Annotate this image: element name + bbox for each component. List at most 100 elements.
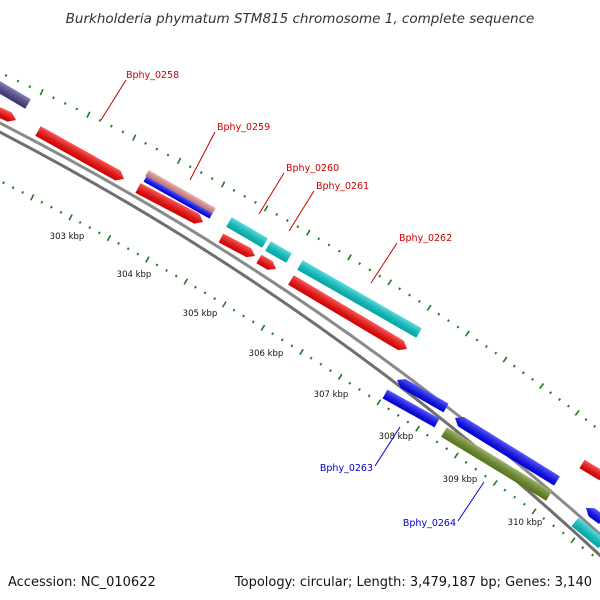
blue-feature-bphy-0264-shade (455, 416, 560, 486)
major-tick (260, 324, 266, 332)
red-feature-bphy-0258-shade (35, 126, 124, 181)
minor-tick (591, 553, 594, 557)
minor-tick (309, 356, 313, 360)
major-tick (465, 330, 470, 337)
minor-tick (348, 381, 352, 385)
gene-name: Bphy_0259 (217, 122, 270, 133)
leader-line (258, 172, 285, 215)
red-feature-bphy-0261-shade (256, 254, 276, 270)
minor-tick (358, 262, 362, 266)
tick-rings (2, 74, 597, 557)
minor-tick (78, 220, 82, 224)
red-feature-a-shade (0, 105, 17, 122)
red-feature-bphy-0262 (288, 275, 407, 351)
minor-tick (503, 488, 507, 492)
minor-tick (549, 391, 553, 395)
minor-tick (75, 107, 79, 111)
minor-tick (155, 263, 159, 267)
olive-feature-bphy-0264-shade (441, 427, 552, 501)
major-tick (39, 88, 44, 96)
kbp-label: 305 kbp (183, 309, 218, 319)
minor-tick (561, 531, 565, 535)
minor-tick (40, 200, 44, 204)
leader-line (370, 242, 398, 284)
major-tick (299, 348, 304, 356)
olive-feature-bphy-0264 (441, 427, 552, 501)
kbp-label: 306 kbp (249, 349, 284, 359)
red-feature-bphy-0261 (256, 254, 276, 270)
minor-tick (251, 320, 255, 324)
major-tick (132, 134, 137, 141)
minor-tick (28, 85, 32, 89)
minor-tick (232, 188, 236, 192)
major-tick (222, 301, 227, 308)
minor-tick (464, 460, 468, 464)
minor-tick (581, 546, 585, 550)
minor-tick (474, 467, 478, 471)
minor-tick (542, 517, 546, 521)
gene-name: Bphy_0262 (399, 233, 452, 244)
minor-tick (558, 397, 562, 401)
major-tick (531, 508, 537, 515)
major-tick (176, 157, 182, 165)
minor-tick (203, 291, 207, 295)
blue-feature-bphy-0263-b-shade (382, 389, 440, 428)
minor-tick (531, 377, 535, 381)
minor-tick (243, 194, 247, 198)
minor-tick (329, 369, 332, 373)
blue-feature-small (143, 176, 213, 219)
minor-tick (593, 424, 597, 428)
gene-name: Bphy_0264 (403, 518, 456, 529)
leader-line (288, 190, 315, 232)
red-feature-a (0, 105, 17, 122)
minor-tick (144, 141, 147, 145)
inner-tick-ring (2, 181, 594, 557)
minor-tick (199, 171, 203, 175)
gene-label-bphy-0259: Bphy_0259 (189, 122, 270, 181)
kbp-label: 307 kbp (314, 390, 349, 400)
pink-feature (145, 169, 216, 215)
gene-label-bphy-0261: Bphy_0261 (288, 181, 369, 232)
minor-tick (387, 407, 390, 411)
major-tick (68, 214, 73, 221)
cyan-feature-a-shade (226, 217, 268, 248)
blue-feature-right-shade (586, 508, 600, 525)
kbp-label: 304 kbp (117, 270, 152, 280)
minor-tick (242, 314, 245, 318)
outer-tick-ring (4, 74, 597, 428)
minor-tick (296, 225, 300, 229)
kbp-label: 309 kbp (443, 475, 478, 485)
minor-tick (63, 101, 67, 105)
major-tick (492, 480, 498, 487)
gene-name: Bphy_0263 (320, 463, 373, 474)
major-tick (106, 234, 112, 242)
leader-line (374, 426, 401, 467)
minor-tick (494, 351, 498, 355)
gene-name: Bphy_0260 (286, 163, 339, 174)
gene-name: Bphy_0261 (316, 181, 369, 192)
major-tick (539, 383, 545, 390)
minor-tick (408, 293, 411, 297)
minor-tick (445, 447, 449, 451)
major-tick (86, 111, 91, 118)
major-tick (220, 181, 226, 188)
minor-tick (327, 243, 331, 247)
major-tick (376, 399, 382, 406)
backbone-inner-line (0, 130, 600, 558)
minor-tick (194, 285, 197, 289)
minor-tick (522, 502, 526, 506)
minor-tick (398, 287, 402, 291)
major-tick (30, 194, 35, 201)
backbone-outer-line (0, 121, 600, 537)
minor-tick (280, 338, 284, 342)
minor-tick (59, 210, 63, 214)
minor-tick (417, 299, 421, 303)
minor-tick (2, 181, 5, 185)
slate-feature-shade (0, 79, 31, 109)
gene-label-bphy-0264: Bphy_0264 (403, 481, 485, 529)
minor-tick (232, 308, 236, 312)
minor-tick (155, 147, 159, 151)
minor-tick (521, 371, 525, 375)
